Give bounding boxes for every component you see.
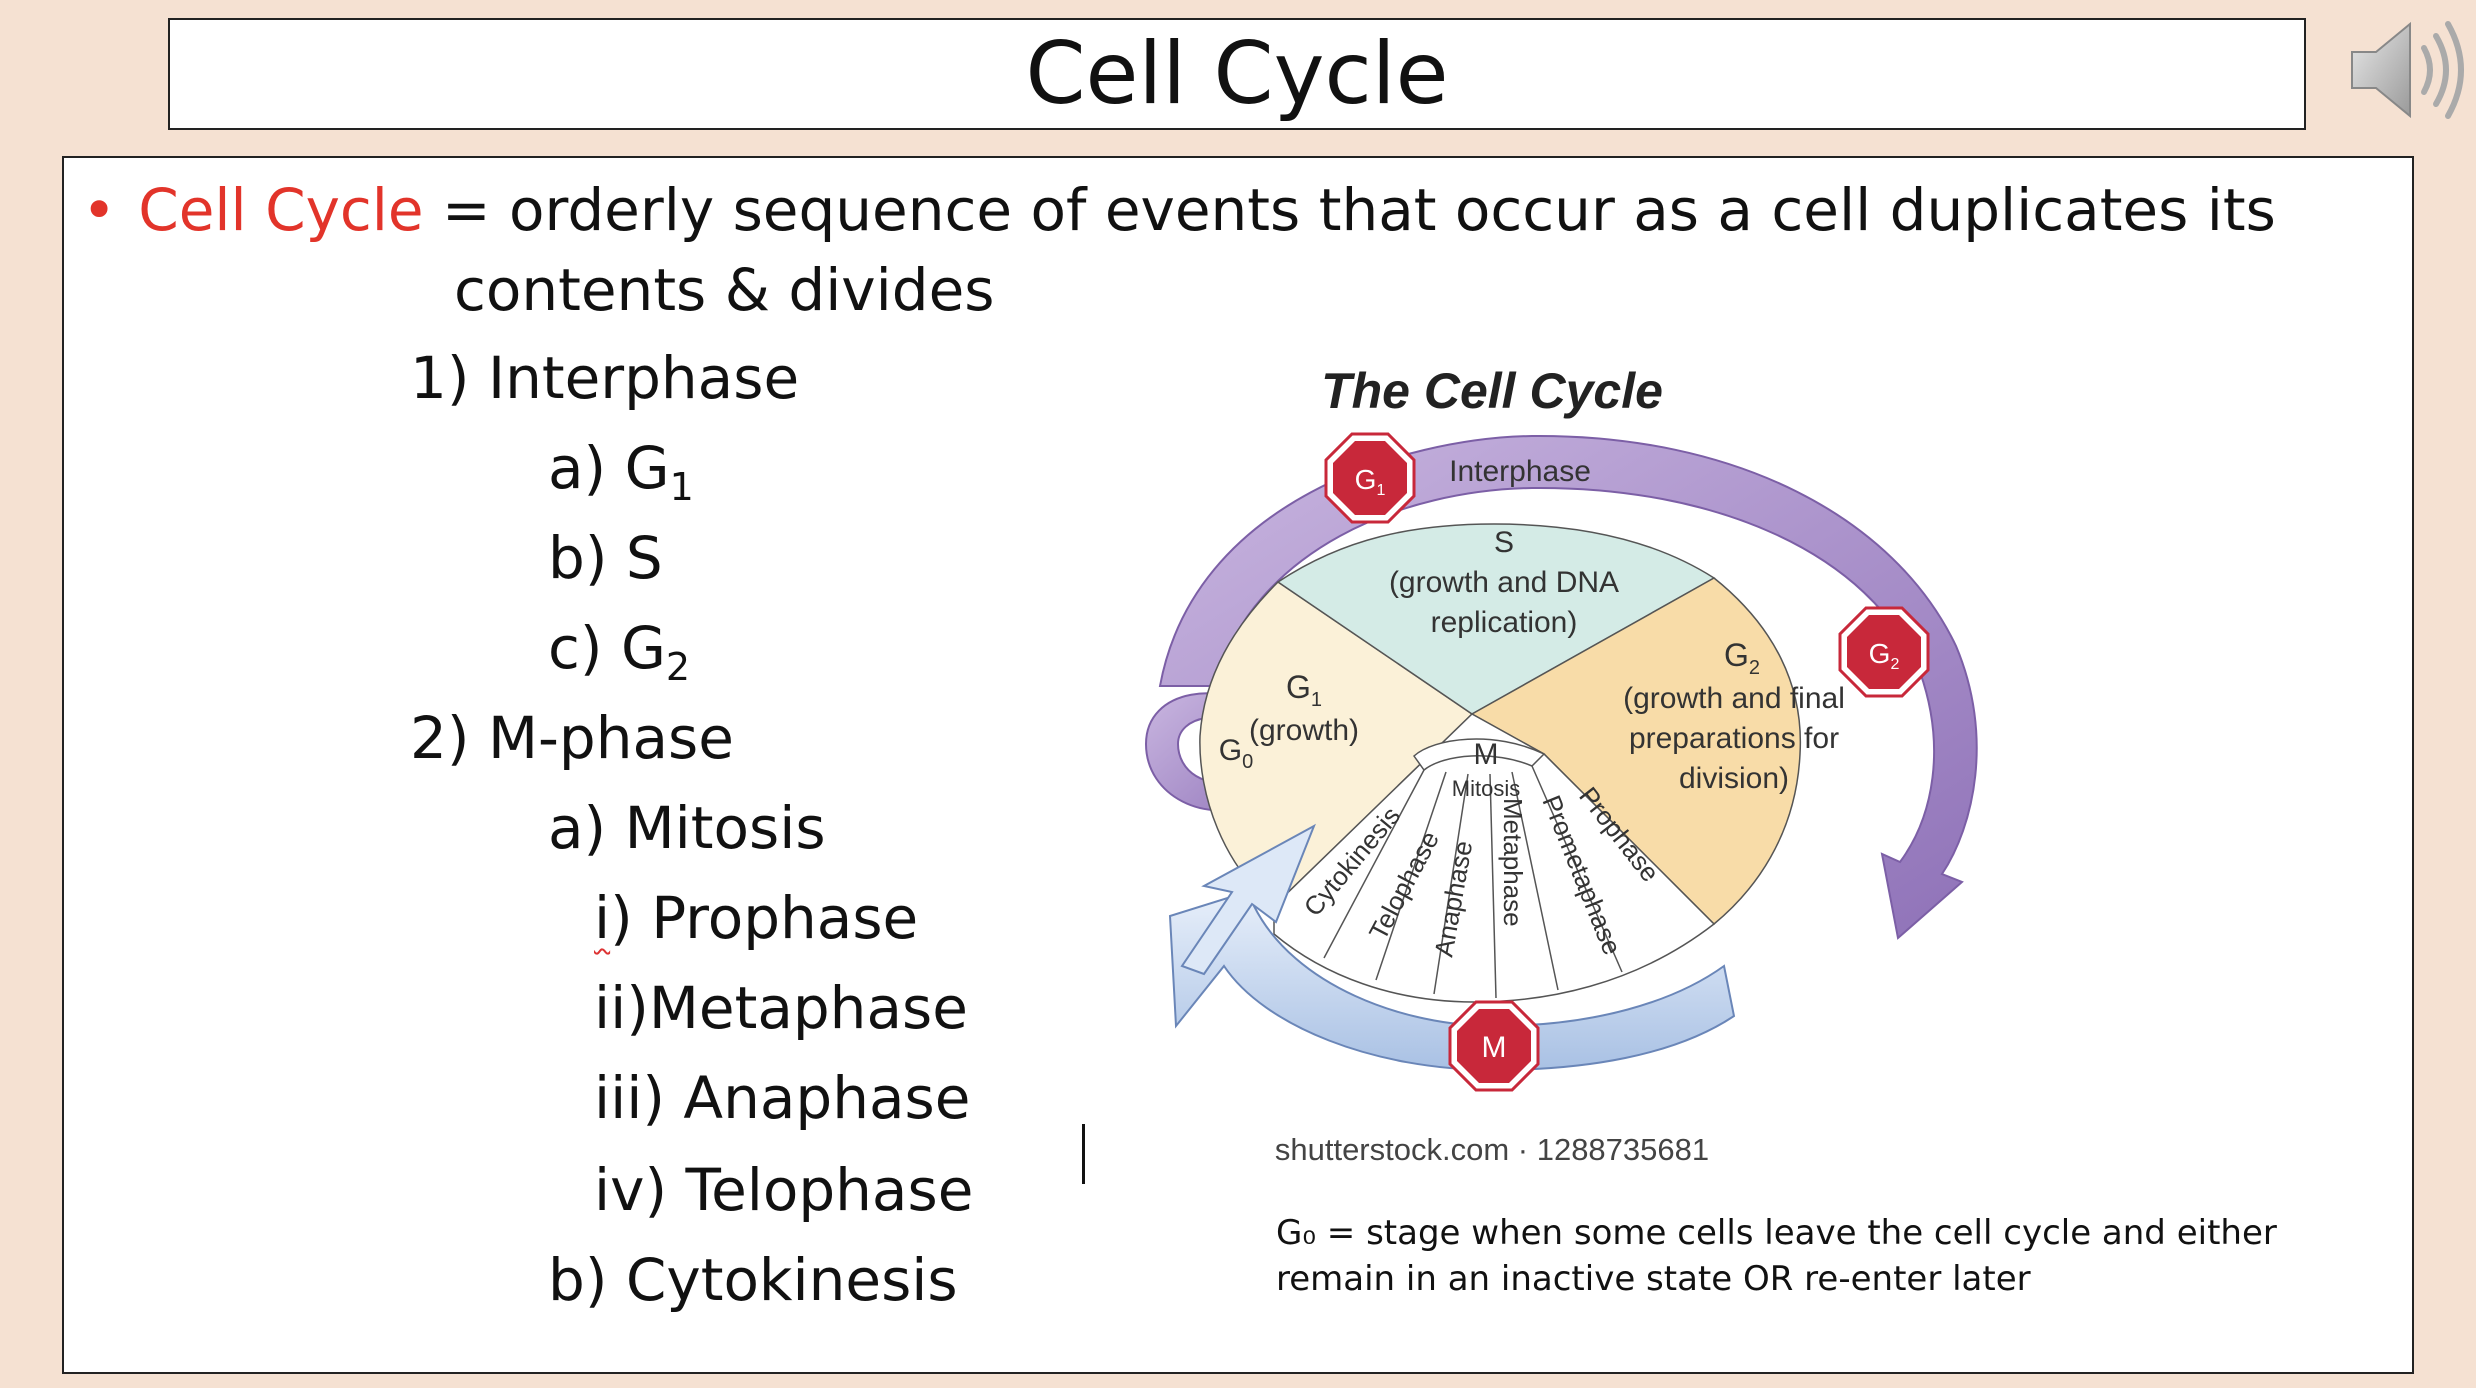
label-g2: G2 [1724, 637, 1760, 679]
image-credit: shutterstock.com · 1288735681 [1275, 1132, 1709, 1167]
outline-metaphase: ii)Metaphase [594, 974, 968, 1042]
label-g2-desc3: division) [1679, 762, 1789, 795]
m-fan-dividers [1323, 765, 1623, 999]
label-s-desc1: (growth and DNA [1389, 566, 1619, 599]
checkpoint-g2-icon: G2 [1838, 606, 1930, 698]
svg-text:G2: G2 [1869, 638, 1900, 673]
label-g1-desc: (growth) [1249, 714, 1359, 747]
checkpoint-g1-icon: G1 [1324, 432, 1416, 524]
label-interphase: Interphase [1449, 455, 1591, 488]
outline-telophase: iv) Telophase [594, 1156, 974, 1224]
label-m: M [1474, 738, 1499, 771]
outline-s: b) S [548, 524, 663, 592]
svg-text:M: M [1482, 1031, 1507, 1064]
outline-anaphase: iii) Anaphase [594, 1064, 971, 1132]
diagram-title: The Cell Cycle [1321, 363, 1663, 419]
svg-text:G1: G1 [1355, 464, 1386, 499]
label-g2-desc2: preparations for [1629, 722, 1839, 755]
definition-term: Cell Cycle [138, 176, 424, 244]
definition-line: • Cell Cycle = orderly sequence of events… [82, 170, 2276, 250]
label-mitosis: Mitosis [1452, 776, 1520, 801]
cell-cycle-diagram: The Cell Cycle Interphase S (growth and … [1144, 363, 1978, 1167]
phase-metaphase: Metaphase [1498, 798, 1528, 927]
m-core [1412, 738, 1546, 772]
checkpoint-m-icon: M [1448, 1000, 1540, 1092]
bullet-marker: • [82, 176, 117, 244]
slide-title-box: Cell Cycle [168, 18, 2306, 130]
label-g2-desc1: (growth and final [1623, 682, 1845, 715]
outline-prophase: i) Prophase [594, 884, 919, 952]
label-s-desc2: replication) [1431, 606, 1578, 639]
outline-g1: a) G1 [548, 434, 694, 509]
content-box: • Cell Cycle = orderly sequence of events… [62, 156, 2414, 1374]
slide-title: Cell Cycle [1025, 24, 1449, 124]
interphase-arrow [1158, 434, 1978, 940]
label-g0: G0 [1219, 734, 1253, 773]
speaker-icon[interactable] [2340, 10, 2476, 130]
outline-interphase: 1) Interphase [410, 344, 800, 412]
outline-g2: c) G2 [548, 614, 691, 689]
outline-mitosis: a) Mitosis [548, 794, 826, 862]
label-g1: G1 [1286, 669, 1322, 711]
g0-exit-arrow [1180, 823, 1316, 976]
label-s: S [1494, 526, 1514, 559]
definition-text-line1: = orderly sequence of events that occur … [423, 176, 2276, 244]
g0-note: G₀ = stage when some cells leave the cel… [1276, 1213, 2277, 1299]
outline-cytokinesis: b) Cytokinesis [548, 1246, 958, 1314]
definition-text-line2: contents & divides [454, 256, 995, 324]
m-phase-arrow [1168, 884, 1736, 1072]
text-cursor [1082, 1124, 1085, 1184]
s-wedge [1276, 523, 1716, 715]
outline-mphase: 2) M-phase [410, 704, 734, 772]
g2-wedge [1470, 577, 1802, 926]
